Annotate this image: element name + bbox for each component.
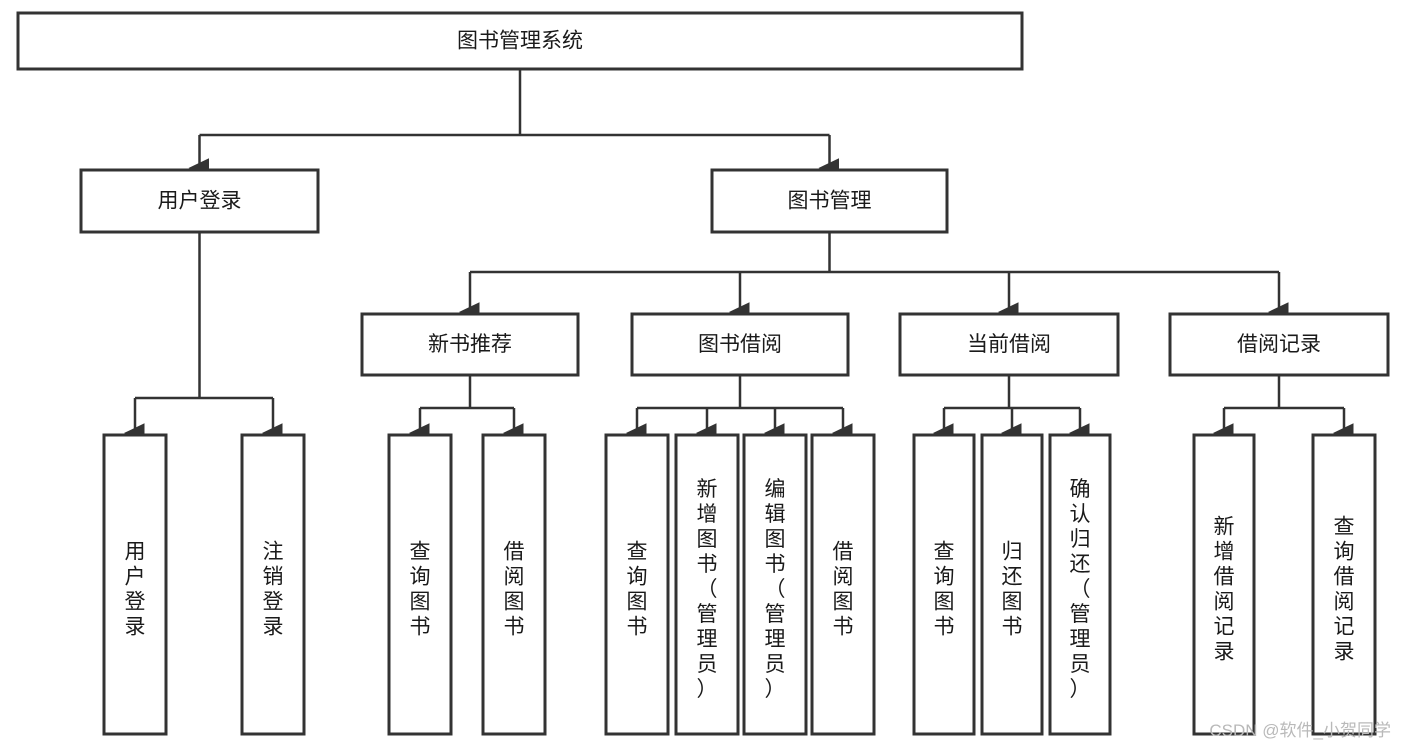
node-box (1168, 312, 1390, 377)
node-label: 用户登录 (158, 190, 242, 213)
node-box (674, 433, 740, 736)
nodes-layer: 图书管理系统用户登录图书管理新书推荐图书借阅当前借阅借阅记录用户登录注销登录查询… (16, 11, 1390, 736)
node-leaf-cur-query[interactable]: 查询图书 (912, 433, 976, 736)
node-box (742, 433, 808, 736)
node-label: 新书推荐 (428, 333, 512, 356)
node-box (79, 168, 320, 234)
node-box (481, 433, 547, 736)
node-label: 借阅记录 (1237, 333, 1321, 356)
node-leaf-bw-edit[interactable]: 编辑图书（管理员） (742, 433, 808, 736)
node-leaf-bw-add[interactable]: 新增图书（管理员） (674, 433, 740, 736)
node-label: 新增借阅记录 (1214, 515, 1235, 663)
node-leaf-cur-return[interactable]: 归还图书 (980, 433, 1044, 736)
node-label: 查询图书 (627, 540, 648, 638)
node-box (912, 433, 976, 736)
node-label: 用户登录 (125, 540, 146, 638)
node-label: 查询图书 (410, 540, 431, 638)
node-box (102, 433, 168, 736)
node-box (710, 168, 949, 234)
node-label: 查询借阅记录 (1334, 515, 1355, 663)
node-label: 注销登录 (263, 540, 284, 638)
node-box (898, 312, 1120, 377)
node-label: 编辑图书（管理员） (765, 478, 786, 701)
node-leaf-user-logout[interactable]: 注销登录 (240, 433, 306, 736)
node-borrow[interactable]: 图书借阅 (630, 312, 850, 377)
node-label: 图书借阅 (698, 333, 782, 356)
node-box (1311, 433, 1377, 736)
watermark-text: CSDN @软件_小贺同学 (1209, 721, 1391, 740)
node-bookmgmt[interactable]: 图书管理 (710, 168, 949, 234)
node-login[interactable]: 用户登录 (79, 168, 320, 234)
node-box (630, 312, 850, 377)
node-leaf-bw-query[interactable]: 查询图书 (604, 433, 670, 736)
node-box (1192, 433, 1256, 736)
node-label: 当前借阅 (967, 333, 1051, 356)
node-box (1048, 433, 1112, 736)
node-box (240, 433, 306, 736)
node-label: 图书管理 (788, 190, 872, 213)
node-records[interactable]: 借阅记录 (1168, 312, 1390, 377)
node-leaf-nb-borrow[interactable]: 借阅图书 (481, 433, 547, 736)
node-box (980, 433, 1044, 736)
node-leaf-rec-add[interactable]: 新增借阅记录 (1192, 433, 1256, 736)
node-box (360, 312, 580, 377)
edges-layer (123, 69, 1354, 443)
node-label: 借阅图书 (504, 540, 525, 638)
node-leaf-cur-confirm[interactable]: 确认归还（管理员） (1048, 433, 1112, 736)
node-root[interactable]: 图书管理系统 (16, 11, 1024, 71)
node-newbook[interactable]: 新书推荐 (360, 312, 580, 377)
node-leaf-user-login[interactable]: 用户登录 (102, 433, 168, 736)
node-label: 新增图书（管理员） (697, 478, 718, 701)
node-leaf-rec-query[interactable]: 查询借阅记录 (1311, 433, 1377, 736)
node-label: 查询图书 (934, 540, 955, 638)
node-current[interactable]: 当前借阅 (898, 312, 1120, 377)
node-label: 确认归还（管理员） (1070, 478, 1091, 701)
node-box (387, 433, 453, 736)
node-label: 借阅图书 (833, 540, 854, 638)
node-label: 图书管理系统 (457, 30, 583, 53)
node-leaf-bw-borrow[interactable]: 借阅图书 (810, 433, 876, 736)
node-leaf-nb-query[interactable]: 查询图书 (387, 433, 453, 736)
node-box (810, 433, 876, 736)
node-box (604, 433, 670, 736)
node-box (16, 11, 1024, 71)
node-label: 归还图书 (1002, 540, 1023, 638)
